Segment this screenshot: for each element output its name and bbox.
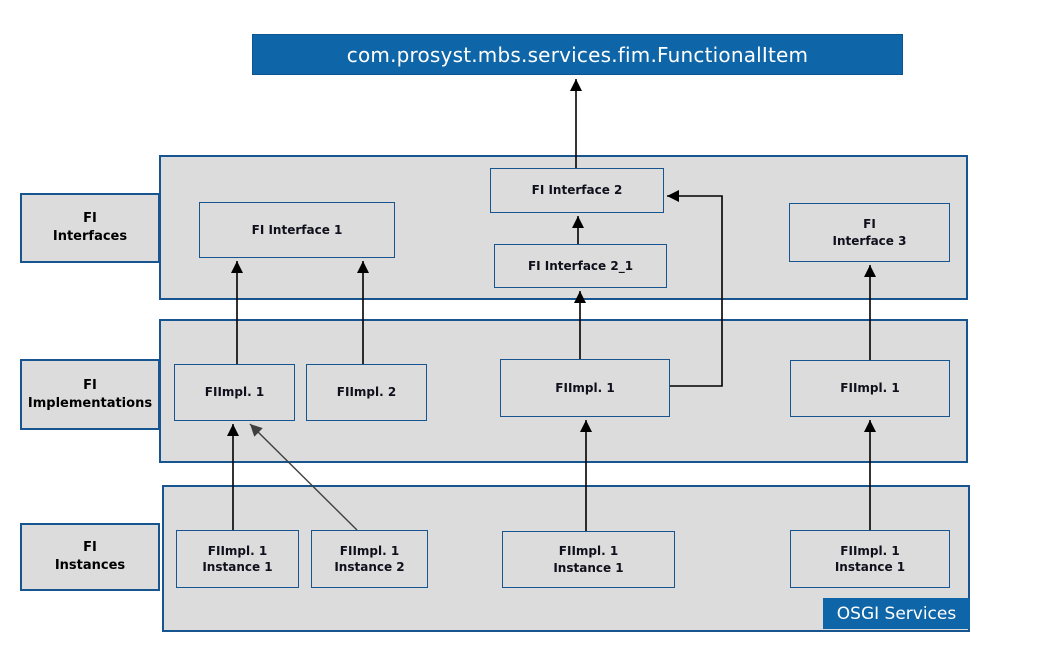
box-label: FI Interface 1	[251, 222, 343, 237]
box-label: FI Interface 2	[531, 183, 623, 198]
box-label: FIImpl. 1	[558, 544, 619, 559]
box-label: Interface 3	[832, 233, 907, 248]
box-instance-2: FIImpl. 1 Instance 2	[311, 530, 428, 588]
box-fiimpl-1-left: FIImpl. 1	[174, 364, 295, 421]
functionalitem-class-banner: com.prosyst.mbs.services.fim.FunctionalI…	[252, 34, 903, 75]
box-label: Instance 1	[553, 560, 624, 575]
box-label: FIImpl. 2	[336, 385, 397, 400]
box-fiimpl-1-middle: FIImpl. 1	[500, 359, 670, 417]
box-fi-interface-3: FI Interface 3	[789, 203, 950, 262]
osgi-services-badge: OSGI Services	[823, 598, 970, 629]
box-label: FIImpl. 1	[204, 385, 265, 400]
label-fi-implementations: FI Implementations	[20, 359, 160, 430]
box-label: Instance 2	[334, 560, 405, 574]
label-fi-interfaces: FI Interfaces	[20, 193, 160, 263]
label-line: Interfaces	[52, 229, 128, 244]
box-label: FIImpl. 1	[840, 543, 900, 558]
box-label: FIImpl. 1	[840, 381, 900, 396]
label-line: Implementations	[27, 395, 153, 411]
box-fi-interface-2: FI Interface 2	[490, 168, 664, 213]
box-label: Instance 1	[834, 560, 906, 574]
box-fiimpl-2: FIImpl. 2	[306, 364, 427, 421]
box-fi-interface-1: FI Interface 1	[199, 202, 395, 258]
label-line: FI	[83, 377, 97, 393]
box-label: FIImpl. 1	[555, 380, 615, 395]
label-line: FI	[83, 540, 97, 556]
box-instance-1-middle: FIImpl. 1 Instance 1	[502, 531, 675, 588]
label-fi-instances: FI Instances	[20, 523, 160, 591]
label-line: FI	[83, 211, 97, 227]
badge-label: OSGI Services	[836, 603, 957, 624]
box-label: FI Interface 2_1	[527, 258, 634, 273]
box-instance-1-left: FIImpl. 1 Instance 1	[176, 530, 299, 588]
box-instance-1-right: FIImpl. 1 Instance 1	[790, 530, 950, 588]
box-label: Instance 1	[202, 560, 273, 574]
box-label: FIImpl. 1	[207, 543, 268, 558]
box-fiimpl-1-right: FIImpl. 1	[790, 360, 950, 417]
box-label: FIImpl. 1	[339, 543, 400, 558]
label-line: Instances	[54, 558, 126, 573]
banner-label: com.prosyst.mbs.services.fim.FunctionalI…	[346, 42, 809, 67]
box-label: FI	[863, 217, 876, 232]
box-fi-interface-2-1: FI Interface 2_1	[494, 244, 667, 288]
